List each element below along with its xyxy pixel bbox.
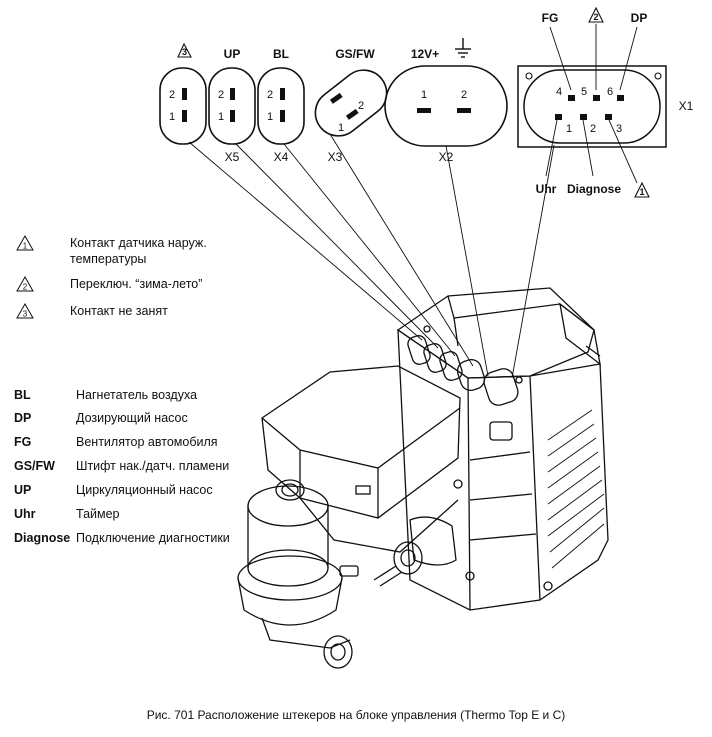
svg-text:1: 1 [23, 242, 28, 251]
svg-text:3: 3 [23, 310, 28, 319]
circulation-pump [237, 479, 353, 669]
warning-triangle-2-icon: 2 [588, 6, 604, 23]
svg-text:3: 3 [616, 123, 622, 135]
x5-pin-1: 1 [169, 111, 175, 123]
fg-label: FG [542, 11, 559, 25]
note-1-text: Контакт датчика наруж. температуры [70, 236, 207, 266]
warning-triangle-2-icon: 2 [16, 276, 34, 292]
note-1: 1 Контакт датчика наруж. температуры [16, 235, 207, 266]
figure-caption: Рис. 701 Расположение штекеров на блоке … [146, 708, 566, 722]
gsfw-label: GS/FW [335, 47, 375, 61]
svg-text:2: 2 [358, 100, 364, 112]
connector-x5: 2 1 [159, 67, 207, 145]
x1-name: X1 [679, 99, 694, 113]
connector-x2: 12V+ 1 2 [384, 38, 508, 147]
svg-text:2: 2 [267, 89, 273, 101]
svg-text:5: 5 [581, 86, 587, 98]
diagnose-label: Diagnose [567, 182, 621, 196]
svg-text:1: 1 [566, 123, 572, 135]
note-3-text: Контакт не занят [70, 304, 168, 318]
svg-text:4: 4 [556, 86, 562, 98]
svg-text:1: 1 [338, 122, 344, 134]
12v-label: 12V+ [411, 47, 439, 61]
x3-name: X3 [328, 150, 343, 164]
connector-x4: UP 2 1 [208, 47, 256, 145]
svg-text:1: 1 [267, 111, 273, 123]
dp-label: DP [631, 11, 648, 25]
svg-text:1: 1 [639, 187, 644, 197]
svg-text:2: 2 [593, 12, 598, 22]
note-2-text: Переключ. “зима-лето” [70, 277, 203, 291]
x5-name: X5 [225, 150, 240, 164]
svg-text:2: 2 [218, 89, 224, 101]
svg-text:2: 2 [23, 283, 28, 292]
up-label: UP [224, 47, 241, 61]
warning-triangle-1-icon: 1 [16, 235, 34, 251]
heater-device-drawing [237, 287, 609, 669]
svg-text:1: 1 [218, 111, 224, 123]
device-plugs [407, 335, 523, 406]
x2-name: X2 [439, 150, 454, 164]
connector-x1: FG DP 2 4 5 6 1 2 3 X1 Uhr Diagnose [517, 6, 694, 198]
svg-text:2: 2 [590, 123, 596, 135]
x5-pin-2: 2 [169, 89, 175, 101]
leader-lines [188, 133, 555, 379]
connector-x3: GS/FW 2 1 [314, 47, 388, 137]
note-2: 2 Переключ. “зима-лето” [16, 276, 202, 298]
x4-name: X4 [274, 150, 289, 164]
warning-triangle-1-icon: 1 [634, 181, 650, 198]
warning-triangle-3-icon: 3 [177, 42, 192, 58]
fuel-nozzle [339, 541, 423, 587]
note-3: 3 Контакт не занят [16, 303, 168, 325]
svg-text:2: 2 [461, 89, 467, 101]
connector-bl: BL 2 1 [257, 47, 305, 145]
ground-icon [455, 38, 471, 58]
svg-text:1: 1 [421, 89, 427, 101]
svg-text:3: 3 [182, 47, 187, 57]
svg-text:6: 6 [607, 86, 613, 98]
warning-triangle-3-icon: 3 [16, 303, 34, 319]
bl-label: BL [273, 47, 289, 61]
